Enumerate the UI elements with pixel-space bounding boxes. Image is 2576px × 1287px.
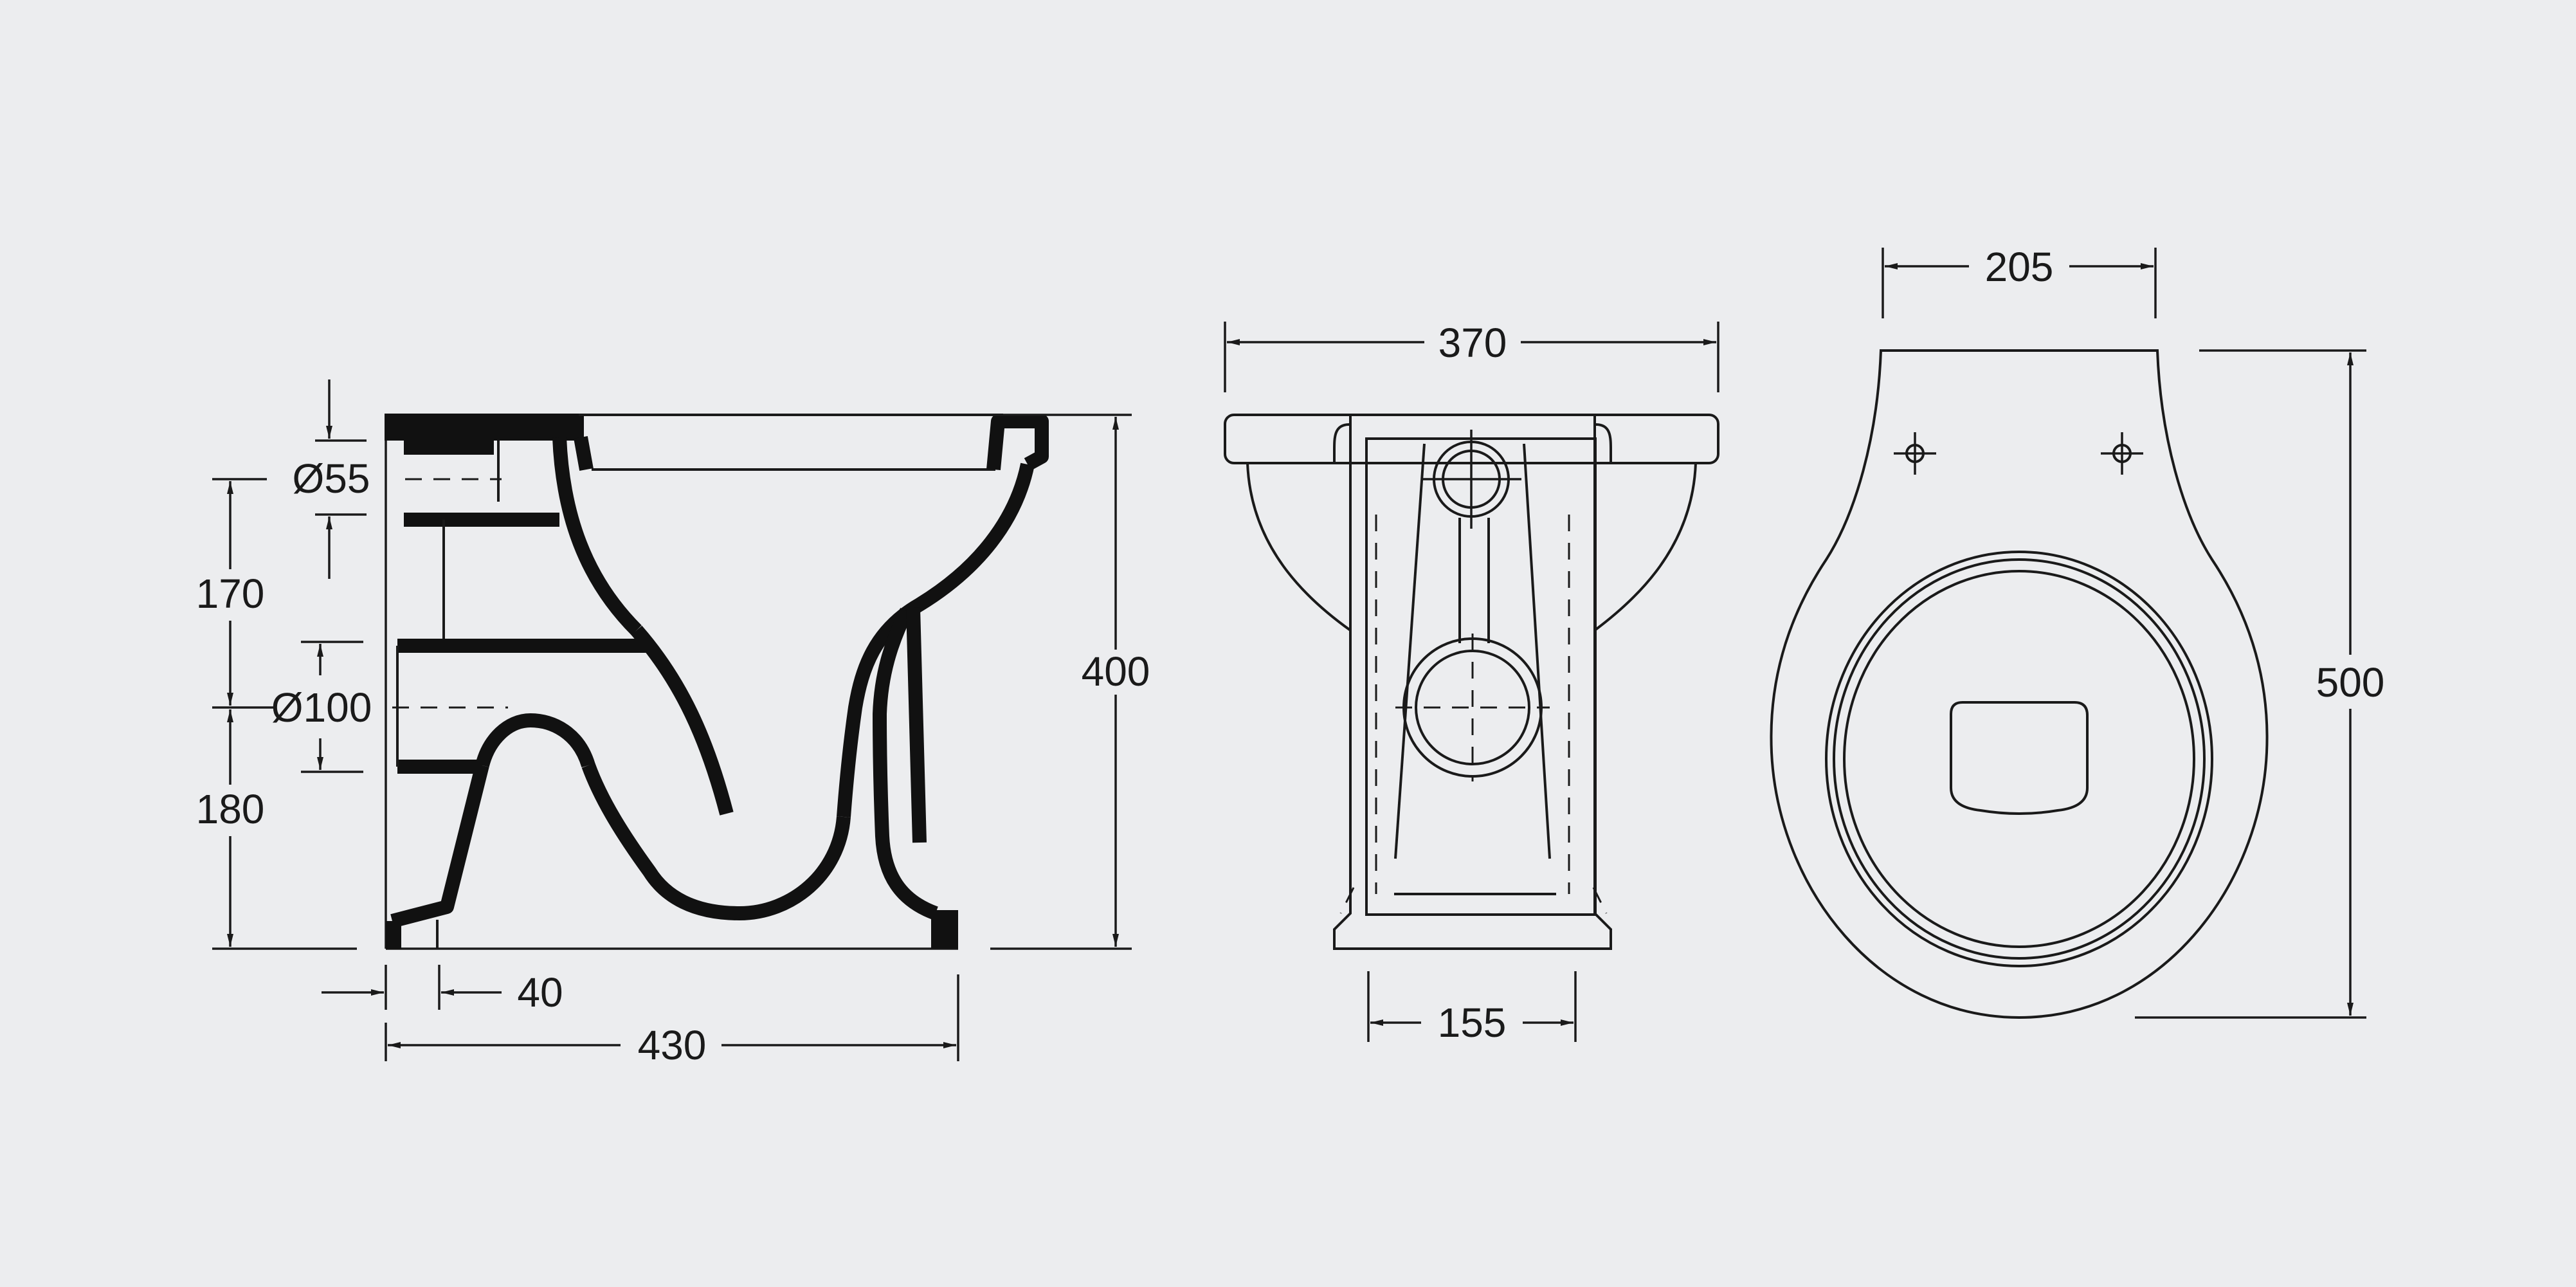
dim-outlet-large-height-label: 180 <box>196 786 265 832</box>
dim-offset-label: 40 <box>517 969 563 1016</box>
dim-width-label: 370 <box>1438 320 1507 366</box>
dim-outlet-small-height-label: 170 <box>196 570 265 617</box>
dim-height-label: 400 <box>1082 648 1150 695</box>
top-view: 205 500 <box>1770 244 2385 1019</box>
side-view: 400 170 180 Ø55 Ø100 40 4 <box>196 379 1150 1068</box>
dim-base-width-label: 155 <box>1438 999 1507 1046</box>
dim-fixing-spacing-label: 205 <box>1985 244 2054 290</box>
dim-outlet-large-label: Ø100 <box>271 684 372 731</box>
dim-length-label: 430 <box>638 1022 707 1068</box>
dim-depth-label: 500 <box>2316 659 2385 706</box>
front-view: 370 155 <box>1224 320 1719 1046</box>
dim-outlet-small-label: Ø55 <box>293 455 370 502</box>
